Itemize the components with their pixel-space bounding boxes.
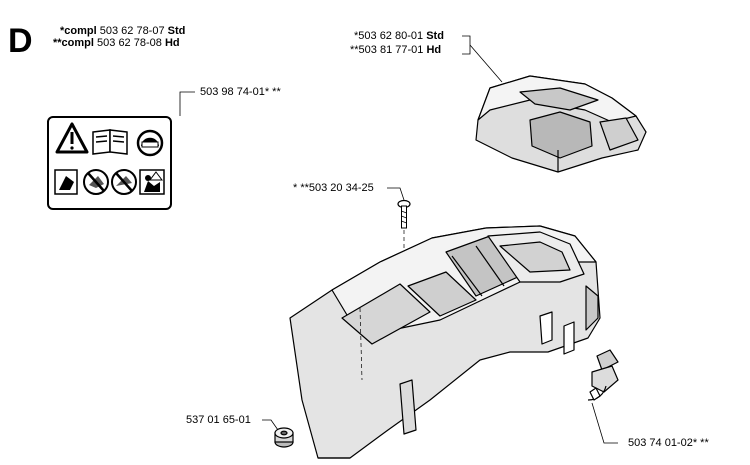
callout-cover-std: *503 62 80-01 Std — [354, 30, 444, 42]
assembly-hd-number: 503 62 78-08 — [97, 37, 162, 49]
protective-helmet-icon — [136, 129, 164, 157]
no-one-hand-icon — [83, 169, 109, 195]
assembly-std-suffix: Std — [167, 25, 186, 37]
assembly-hd-suffix: Hd — [164, 37, 180, 49]
callout-cover-hd: **503 81 77-01 Hd — [350, 44, 441, 56]
leader-screw — [387, 187, 405, 201]
leader-clip — [591, 402, 618, 444]
screw — [397, 199, 411, 270]
top-cover — [475, 75, 647, 173]
section-letter: D — [8, 22, 33, 60]
assembly-std-number: 503 62 78-07 — [99, 25, 165, 37]
cover-std-suffix: Std — [426, 30, 444, 42]
assembly-std-line: *compl 503 62 78-07 Std — [60, 25, 185, 37]
assembly-hd-prefix: **compl — [53, 37, 94, 49]
leader-lines — [179, 35, 618, 444]
cover-hd-suffix: Hd — [426, 44, 442, 56]
grommet — [274, 427, 294, 448]
callout-screw: * **503 20 34-25 — [293, 182, 374, 194]
no-tip-contact-icon — [111, 169, 137, 195]
leader-grommet — [262, 419, 279, 431]
warning-decal — [47, 116, 172, 210]
clip — [587, 349, 619, 401]
leader-cover — [462, 35, 471, 55]
manual-book-icon — [92, 129, 128, 155]
callout-clip: 503 74 01-02* ** — [628, 437, 709, 449]
cover-hd-number: **503 81 77-01 — [350, 44, 424, 56]
leader-cover-arrow — [469, 44, 503, 83]
cylinder-cover — [289, 225, 601, 459]
leader-decal — [179, 91, 195, 116]
callout-grommet: 537 01 65-01 — [186, 414, 251, 426]
assembly-std-prefix: *compl — [60, 25, 97, 37]
assembly-hd-line: **compl 503 62 78-08 Hd — [53, 37, 180, 49]
cover-std-number: *503 62 80-01 — [354, 30, 424, 42]
callout-decal: 503 98 74-01* ** — [200, 86, 281, 98]
